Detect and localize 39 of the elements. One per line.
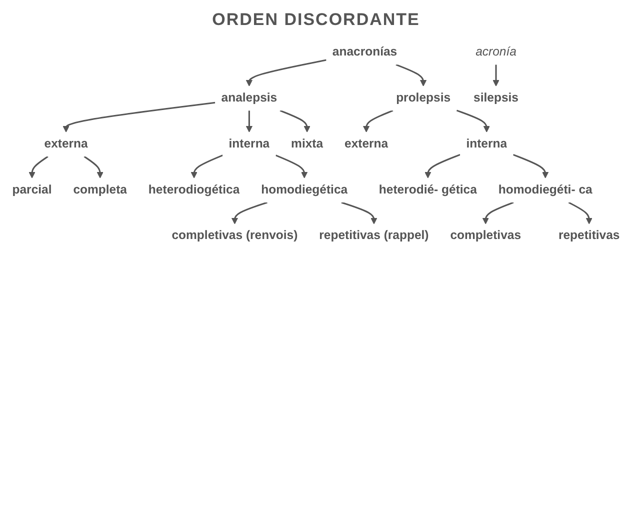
node-text: anacronías xyxy=(332,45,398,59)
arrow xyxy=(280,110,310,132)
arrow xyxy=(396,64,427,86)
node-text: mixta xyxy=(291,137,324,150)
arrow xyxy=(341,202,378,224)
arrow xyxy=(246,110,253,132)
node-text: repetitivas (rappel) xyxy=(319,229,429,242)
arrow xyxy=(190,154,223,178)
node-text: heterodiogética xyxy=(148,183,240,196)
arrow xyxy=(456,110,490,132)
arrow xyxy=(482,202,514,224)
node-text: repetitivas xyxy=(558,229,620,242)
node-text: acronía xyxy=(476,45,516,59)
arrow xyxy=(424,154,460,178)
node-text: homodiegética xyxy=(261,183,348,196)
node-text: parcial xyxy=(12,183,52,196)
node-text: homodiegéti- ca xyxy=(498,183,592,196)
arrow xyxy=(62,102,216,132)
node-text: heterodié- gética xyxy=(378,183,477,196)
arrow xyxy=(246,59,326,86)
arrow xyxy=(568,202,592,224)
node-text: completivas (renvois) xyxy=(172,229,298,242)
arrow xyxy=(275,154,308,178)
node-text: interna xyxy=(466,137,508,150)
node-text: completivas xyxy=(450,229,522,242)
node-text: silepsis xyxy=(474,91,518,104)
node-text: externa xyxy=(44,137,88,150)
diagram-title: ORDEN DISCORDANTE xyxy=(211,10,421,30)
node-text: interna xyxy=(228,137,270,150)
node-text: completa xyxy=(73,183,127,196)
node-text: externa xyxy=(344,137,388,150)
arrow xyxy=(84,156,104,178)
arrow xyxy=(362,110,394,132)
node-text: prolepsis xyxy=(396,91,451,104)
arrow xyxy=(492,64,500,86)
arrow xyxy=(231,202,268,224)
arrow xyxy=(28,156,48,178)
node-text: analepsis xyxy=(221,91,278,104)
arrow xyxy=(512,154,549,178)
